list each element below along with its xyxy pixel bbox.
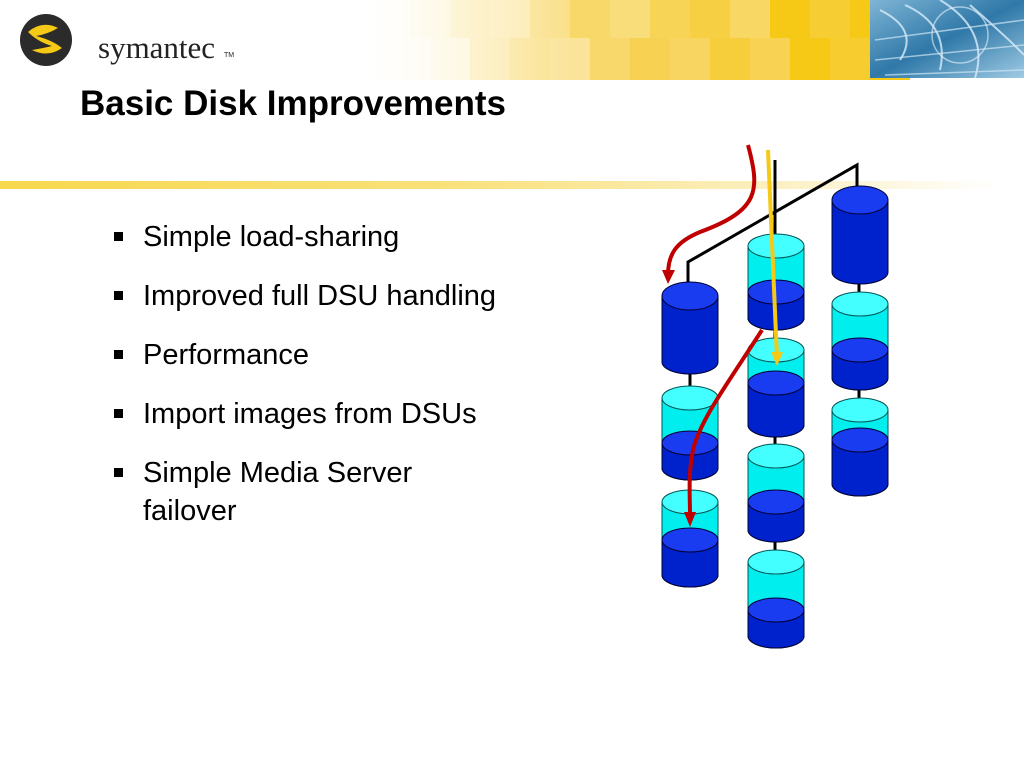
square-bullet-icon <box>114 232 123 241</box>
bullet-item: Simple load-sharing <box>112 218 582 256</box>
header-banner <box>370 0 1024 80</box>
symantec-globe-logo-icon <box>20 14 72 66</box>
disk-column-left <box>661 281 719 588</box>
bullet-item: Simple Media Server failover <box>112 454 503 530</box>
bullet-text: Import images from DSUs <box>143 398 477 430</box>
disk-stack <box>661 489 719 588</box>
disk-stack <box>747 549 805 649</box>
square-bullet-icon <box>114 409 123 418</box>
title-divider <box>0 181 1000 189</box>
bullet-text: Simple load-sharing <box>143 221 400 253</box>
globe-image <box>870 0 1024 79</box>
disk-stack <box>831 397 889 497</box>
yellow-arrowhead-icon <box>771 352 783 366</box>
red-arrowhead-icon <box>684 512 696 527</box>
disk-dark <box>661 281 719 375</box>
red-arrow-top <box>666 144 757 276</box>
disk-dark <box>831 185 889 285</box>
bullet-text: Simple Media Server failover <box>143 457 413 527</box>
red-arrowhead-icon <box>662 270 675 284</box>
banner-mosaic <box>370 0 910 80</box>
arrows <box>662 144 783 527</box>
slide-title: Basic Disk Improvements <box>80 84 507 123</box>
disk-stack <box>747 233 805 331</box>
disk-column-middle <box>747 233 805 649</box>
red-arrow-lower <box>687 328 764 516</box>
symantec-logo: symantec TM <box>18 12 234 68</box>
disk-stack <box>747 443 805 543</box>
bullet-item: Performance <box>112 336 582 374</box>
bullet-text: Improved full DSU handling <box>143 280 497 312</box>
bullet-item: Improved full DSU handling <box>112 277 582 315</box>
bullet-list: Simple load-sharing Improved full DSU ha… <box>112 218 582 551</box>
bullet-item: Import images from DSUs <box>112 395 582 433</box>
bullet-text: Performance <box>143 339 310 371</box>
square-bullet-icon <box>114 291 123 300</box>
square-bullet-icon <box>114 350 123 359</box>
disk-stack <box>831 291 889 391</box>
yellow-arrow <box>766 149 779 359</box>
disk-diagram <box>661 144 889 649</box>
square-bullet-icon <box>114 468 123 477</box>
disk-stack <box>747 337 805 438</box>
trademark: TM <box>224 52 235 59</box>
disk-column-right <box>831 185 889 497</box>
brand-name: symantec <box>98 30 216 65</box>
